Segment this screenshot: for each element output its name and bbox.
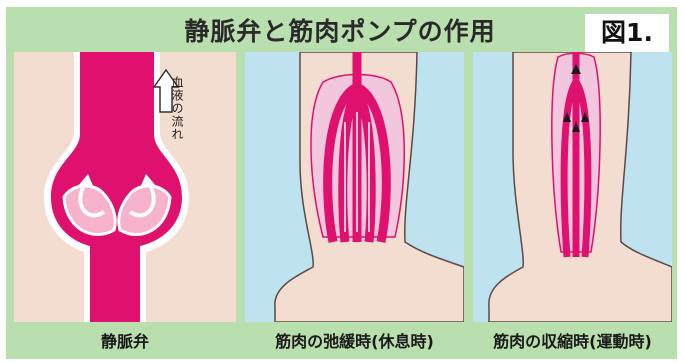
contracted-muscle-panel <box>473 52 672 322</box>
figure-title: 静脈弁と筋肉ポンプの作用 <box>120 12 560 48</box>
caption-relaxed: 筋肉の弛緩時(休息時) <box>245 328 464 352</box>
venous-valve-panel: 血液の流れ <box>14 52 236 322</box>
blood-flow-label: 血液の流れ <box>169 76 186 141</box>
figure-number-label: 図1. <box>585 14 669 52</box>
contracted-leg-illustration <box>473 52 672 322</box>
relaxed-leg-illustration <box>245 52 464 322</box>
caption-contracted: 筋肉の収縮時(運動時) <box>473 328 672 352</box>
relaxed-muscle-panel <box>245 52 464 322</box>
venous-valve-illustration <box>14 52 236 322</box>
caption-venous-valve: 静脈弁 <box>14 328 236 352</box>
